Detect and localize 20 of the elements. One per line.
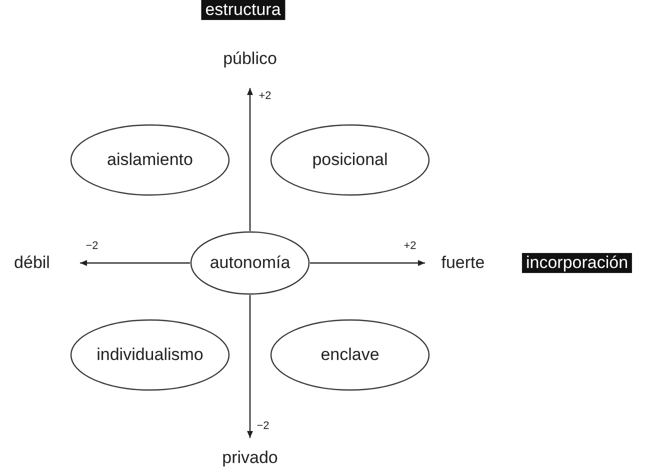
tick-label: +2 <box>404 240 416 252</box>
node-label: aislamiento <box>107 150 193 170</box>
node-label: enclave <box>320 345 380 365</box>
ellipse-node <box>270 319 430 391</box>
tick-label: +2 <box>258 90 272 102</box>
axis-title: incorporación <box>522 253 632 273</box>
tick-label: −2 <box>86 240 98 252</box>
axis-label: público <box>223 49 277 69</box>
ellipse-node <box>70 124 230 196</box>
tick-label: −2 <box>256 420 270 432</box>
node-label: posicional <box>312 150 388 170</box>
axis-label: privado <box>222 448 278 468</box>
ellipse-node <box>190 231 310 295</box>
ellipse-node <box>270 124 430 196</box>
axis-label: débil <box>14 253 50 273</box>
ellipse-node <box>70 319 230 391</box>
node-label: autonomía <box>210 253 290 273</box>
axis-label: fuerte <box>441 253 485 273</box>
node-label: individualismo <box>96 345 204 365</box>
axis-title: estructura <box>201 0 285 20</box>
